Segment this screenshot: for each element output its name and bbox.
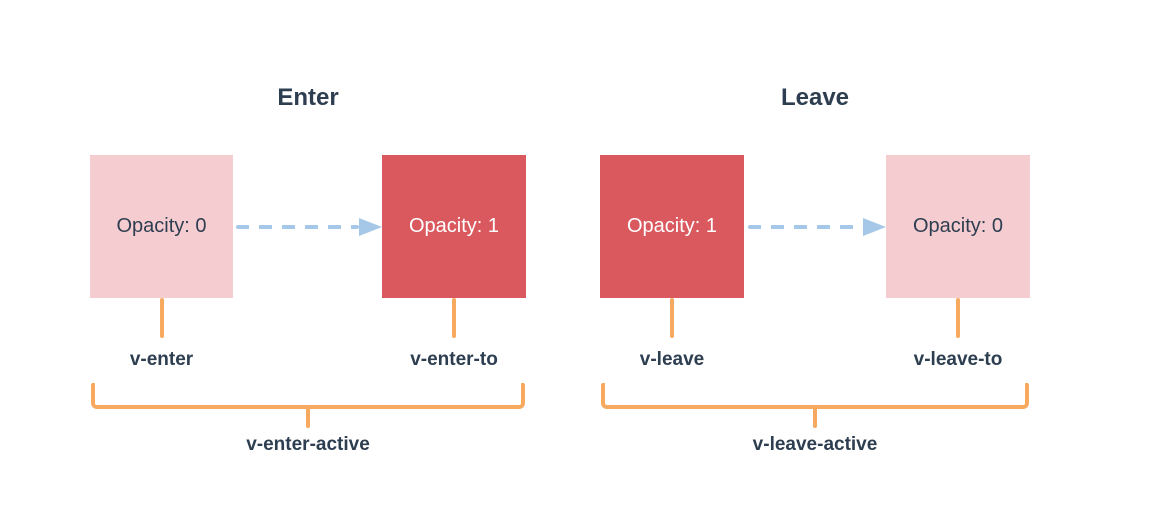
enter-to-class-label: v-enter-to	[410, 349, 498, 370]
enter-to-connector-line	[452, 298, 456, 338]
enter-to-box: Opacity: 1	[382, 155, 526, 298]
dashed-line	[236, 225, 359, 229]
enter-transition-arrow	[236, 216, 382, 238]
leave-transition-arrow	[748, 216, 886, 238]
leave-from-box-label: Opacity: 1	[626, 215, 718, 237]
leave-from-box: Opacity: 1	[600, 155, 744, 298]
leave-active-bracket	[601, 383, 1029, 409]
dashed-line	[748, 225, 863, 229]
leave-section: Leave Opacity: 1 Opacity: 0 v-leave v-le…	[600, 80, 1030, 472]
enter-to-box-label: Opacity: 1	[408, 215, 500, 237]
enter-section: Enter Opacity: 0 Opacity: 1 v-enter v-en…	[90, 80, 526, 472]
leave-to-box: Opacity: 0	[886, 155, 1030, 298]
leave-from-connector-line	[670, 298, 674, 338]
leave-to-class-label: v-leave-to	[913, 349, 1003, 370]
enter-active-bracket-stem	[306, 409, 310, 428]
enter-from-class-label: v-enter	[129, 349, 194, 370]
enter-from-box: Opacity: 0	[90, 155, 233, 298]
leave-from-class-label: v-leave	[639, 349, 705, 370]
leave-to-connector-line	[956, 298, 960, 338]
arrow-right-icon	[359, 218, 382, 236]
arrow-right-icon	[863, 218, 886, 236]
enter-section-title: Enter	[277, 84, 339, 111]
leave-to-box-label: Opacity: 0	[912, 215, 1004, 237]
leave-section-title: Leave	[780, 84, 850, 111]
enter-from-connector-line	[160, 298, 164, 338]
enter-active-class-label: v-enter-active	[246, 434, 370, 455]
leave-active-bracket-stem	[813, 409, 817, 428]
leave-active-class-label: v-leave-active	[752, 434, 878, 455]
enter-from-box-label: Opacity: 0	[116, 215, 207, 237]
enter-active-bracket	[91, 383, 525, 409]
